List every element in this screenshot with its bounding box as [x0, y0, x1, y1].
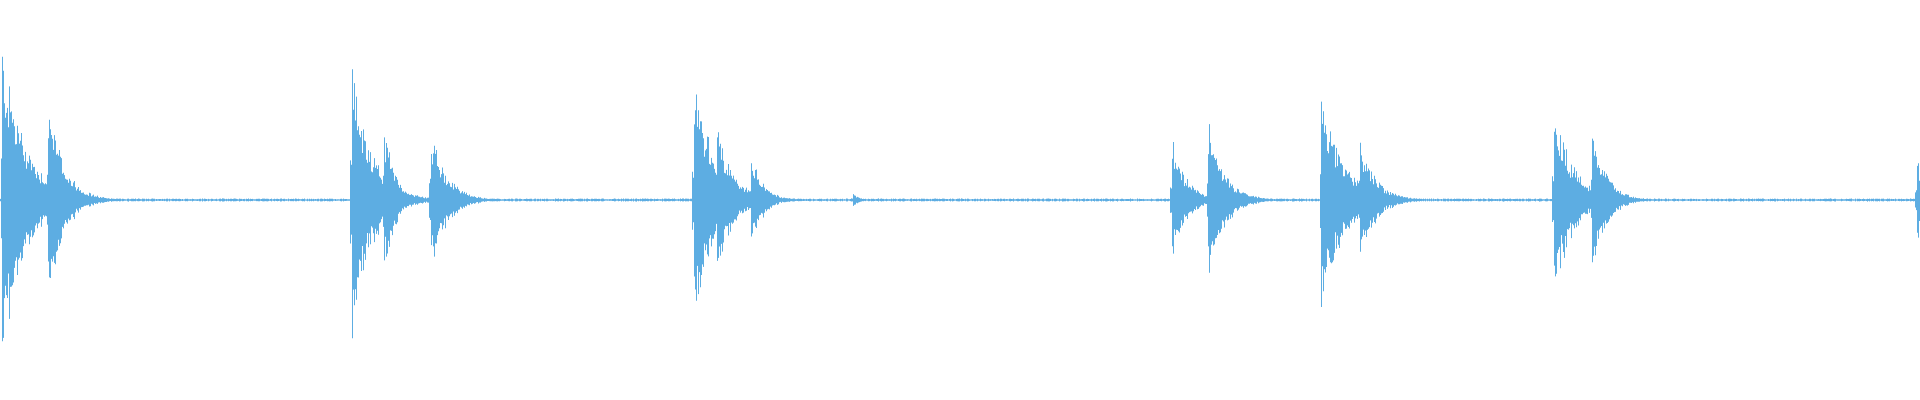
waveform-trace — [0, 56, 1920, 342]
waveform-samples — [0, 56, 1920, 342]
